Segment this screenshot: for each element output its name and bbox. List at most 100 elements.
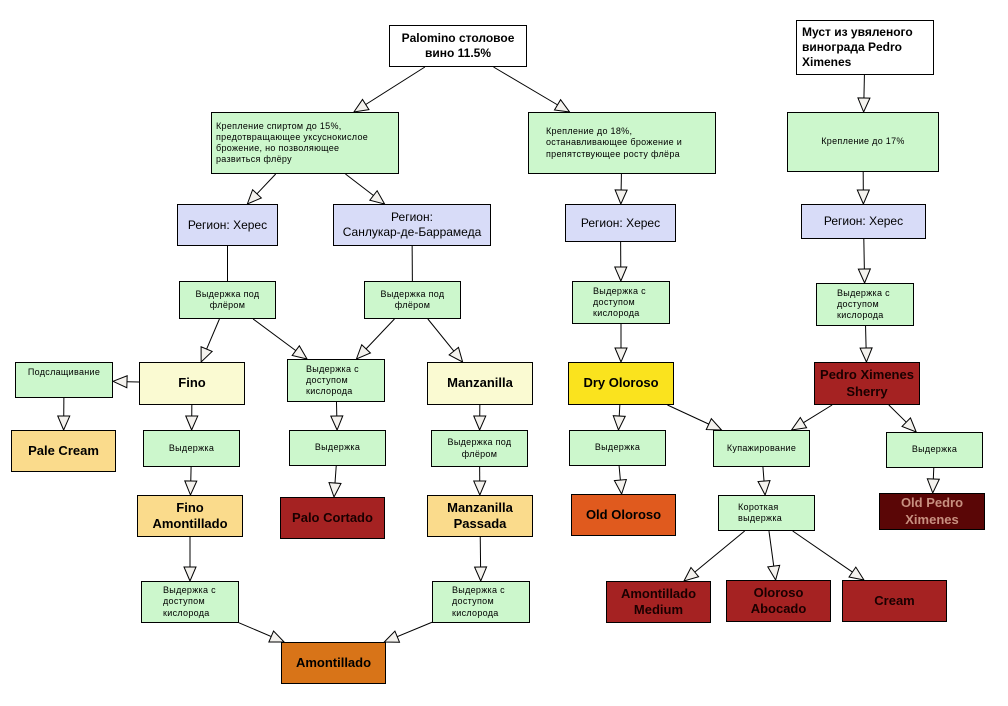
node-dry-oloroso[interactable]: Dry Oloroso	[568, 362, 674, 405]
node-label: Выдержка с доступом кислорода	[306, 363, 359, 397]
node-fortify-18[interactable]: Крепление до 18%, останавливающее брожен…	[528, 112, 716, 174]
node-aging-mid[interactable]: Выдержка	[289, 430, 386, 466]
arrowhead-icon	[352, 98, 370, 113]
arrowhead-icon	[246, 188, 263, 205]
node-label: Выдержка с доступом кислорода	[452, 585, 505, 618]
node-flor-aging-1[interactable]: Выдержка под флёром	[179, 281, 276, 319]
arrowhead-icon	[614, 189, 628, 206]
node-label: Выдержка под флёром	[447, 437, 512, 459]
node-region-sanlucar[interactable]: Регион: Санлукар-де-Баррамеда	[333, 204, 491, 246]
node-label: Муст из увяленого винограда Pedro Ximene…	[802, 25, 913, 69]
node-label: Fino	[178, 375, 206, 391]
arrowhead-icon	[683, 566, 700, 582]
arrowhead-icon	[472, 480, 487, 497]
node-amontillado-medium[interactable]: Amontillado Medium	[606, 581, 711, 623]
arrowhead-icon	[111, 374, 128, 389]
arrowhead-icon	[183, 566, 197, 583]
arrowhead-icon	[56, 415, 71, 432]
node-label: Выдержка с доступом кислорода	[163, 585, 216, 618]
node-region-jerez-1[interactable]: Регион: Херес	[177, 204, 278, 246]
node-oxidative-aging-mid[interactable]: Выдержка с доступом кислорода	[287, 359, 385, 402]
node-fino[interactable]: Fino	[139, 362, 245, 405]
node-must-pedro-ximenes[interactable]: Муст из увяленого винограда Pedro Ximene…	[796, 20, 934, 75]
node-fino-amontillado[interactable]: Fino Amontillado	[137, 495, 243, 537]
connector-line	[863, 238, 865, 270]
node-label: Dry Oloroso	[583, 375, 659, 391]
connector-line	[334, 465, 337, 484]
node-palo-cortado[interactable]: Palo Cortado	[280, 497, 385, 539]
connector-line	[427, 318, 455, 352]
arrowhead-icon	[614, 347, 628, 364]
connector-line	[618, 404, 621, 417]
arrowhead-icon	[613, 478, 628, 496]
connector-line	[397, 621, 433, 638]
node-label: Выдержка с доступом кислорода	[837, 287, 890, 321]
node-oloroso-abocado[interactable]: Oloroso Abocado	[726, 580, 831, 622]
node-aging-oloroso[interactable]: Выдержка	[569, 430, 666, 466]
arrowhead-icon	[473, 566, 488, 583]
node-label: Подслащивание	[27, 367, 101, 377]
connector-line	[493, 66, 558, 106]
connector-line	[256, 173, 277, 195]
arrowhead-icon	[200, 346, 214, 364]
node-label: Pale Cream	[28, 442, 99, 458]
node-label: Amontillado Medium	[620, 585, 697, 617]
connector-line	[667, 404, 710, 425]
node-label: Cream	[874, 592, 915, 608]
node-label: Amontillado	[295, 654, 372, 670]
node-oxidative-aging-px[interactable]: Выдержка с доступом кислорода	[816, 283, 914, 326]
arrowhead-icon	[614, 266, 628, 283]
node-pedro-ximenes-sherry[interactable]: Pedro Ximenes Sherry	[814, 362, 920, 405]
arrowhead-icon	[268, 630, 286, 643]
node-blending[interactable]: Купажирование	[713, 430, 810, 467]
arrowhead-icon	[355, 343, 372, 360]
node-cream[interactable]: Cream	[842, 580, 947, 622]
node-flor-aging-2[interactable]: Выдержка под флёром	[364, 281, 461, 319]
node-palomino[interactable]: Palomino столовое вино 11.5%	[389, 25, 527, 67]
node-aging-px[interactable]: Выдержка	[886, 432, 983, 468]
node-label: Pedro Ximenes Sherry	[820, 367, 914, 399]
node-label: Купажирование	[726, 442, 797, 453]
arrowhead-icon	[856, 189, 871, 206]
connector-line	[365, 66, 426, 105]
node-flor-aging-manzanilla[interactable]: Выдержка под флёром	[431, 430, 528, 467]
arrowhead-icon	[859, 347, 873, 364]
node-manzanilla[interactable]: Manzanilla	[427, 362, 533, 405]
node-short-aging[interactable]: Короткая выдержка	[718, 495, 815, 531]
node-old-pedro-ximenes[interactable]: Old Pedro Ximenes	[879, 493, 985, 530]
connector-line	[762, 466, 765, 482]
node-oxidative-aging-oloroso[interactable]: Выдержка с доступом кислорода	[572, 281, 670, 324]
node-label: Old Pedro Ximenes	[900, 495, 964, 527]
node-pale-cream[interactable]: Pale Cream	[11, 430, 116, 472]
arrowhead-icon	[330, 415, 344, 432]
arrowhead-icon	[705, 417, 723, 431]
node-aging-fino[interactable]: Выдержка	[143, 430, 240, 467]
connector-line	[238, 622, 272, 637]
node-region-jerez-2[interactable]: Регион: Херес	[565, 204, 676, 242]
arrowhead-icon	[553, 98, 571, 113]
node-fortify-15[interactable]: Крепление спиртом до 15%, предотвращающе…	[211, 112, 399, 174]
connector-line	[888, 404, 907, 423]
node-oxidative-aging-fa[interactable]: Выдержка с доступом кислорода	[141, 581, 239, 623]
arrowhead-icon	[757, 480, 771, 497]
node-label: Выдержка под флёром	[380, 288, 445, 310]
node-region-jerez-3[interactable]: Регион: Херес	[801, 204, 926, 239]
node-label: Регион: Санлукар-де-Баррамеда	[342, 210, 482, 239]
node-label: Выдержка	[911, 444, 958, 455]
node-label: Регион: Херес	[823, 214, 904, 228]
node-label: Palo Cortado	[292, 509, 373, 525]
node-oxidative-aging-mp[interactable]: Выдержка с доступом кислорода	[432, 581, 530, 623]
node-fortify-17[interactable]: Крепление до 17%	[787, 112, 939, 172]
node-label: Manzanilla Passada	[447, 499, 513, 531]
node-amontillado[interactable]: Amontillado	[281, 642, 386, 684]
arrowhead-icon	[291, 344, 309, 360]
arrowhead-icon	[328, 482, 342, 499]
node-label: Palomino столовое вино 11.5%	[401, 31, 515, 60]
node-label: Oloroso Abocado	[750, 584, 807, 616]
node-old-oloroso[interactable]: Old Oloroso	[571, 494, 676, 536]
node-sweetening[interactable]: Подслащивание	[15, 362, 113, 398]
arrowhead-icon	[848, 566, 866, 581]
connector-line	[865, 325, 867, 349]
node-manzanilla-passada[interactable]: Manzanilla Passada	[427, 495, 533, 537]
node-label: Выдержка	[594, 442, 641, 453]
